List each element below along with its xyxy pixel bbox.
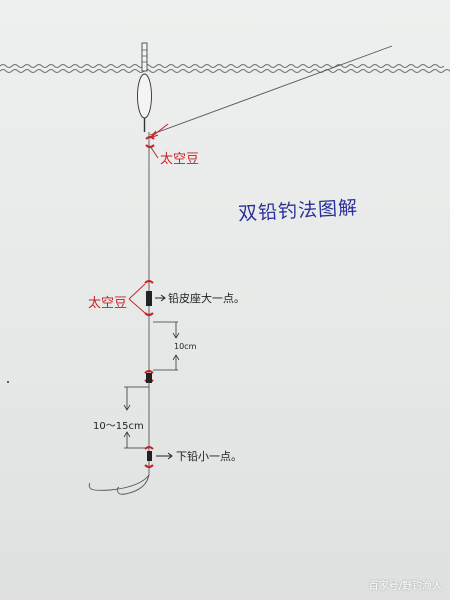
water-surface: [0, 64, 450, 73]
upper-sinker-label: 铅皮座大一点。: [168, 292, 245, 305]
hook-leaders: [88, 474, 150, 495]
joint-stopper: [144, 370, 154, 383]
rod-line: [149, 45, 393, 136]
mid-float-stopper: [128, 280, 154, 316]
gap-10-15cm-label: 10～15cm: [93, 421, 144, 432]
watermark: 百家号/野钓渔人: [368, 581, 442, 592]
lower-sinker-label: 下铅小一点。: [176, 450, 242, 463]
dimension-10cm: [153, 321, 180, 371]
float-stopper-top-label: 太空豆: [160, 152, 200, 167]
float-stopper-mid-label: 太空豆: [88, 296, 128, 311]
top-float-stopper: [145, 123, 169, 159]
upper-sinker: [146, 291, 166, 306]
pencil-dot: [7, 381, 9, 383]
gap-10cm-label: 10cm: [174, 342, 197, 351]
float: [137, 42, 152, 132]
lower-sinker: [144, 446, 173, 468]
